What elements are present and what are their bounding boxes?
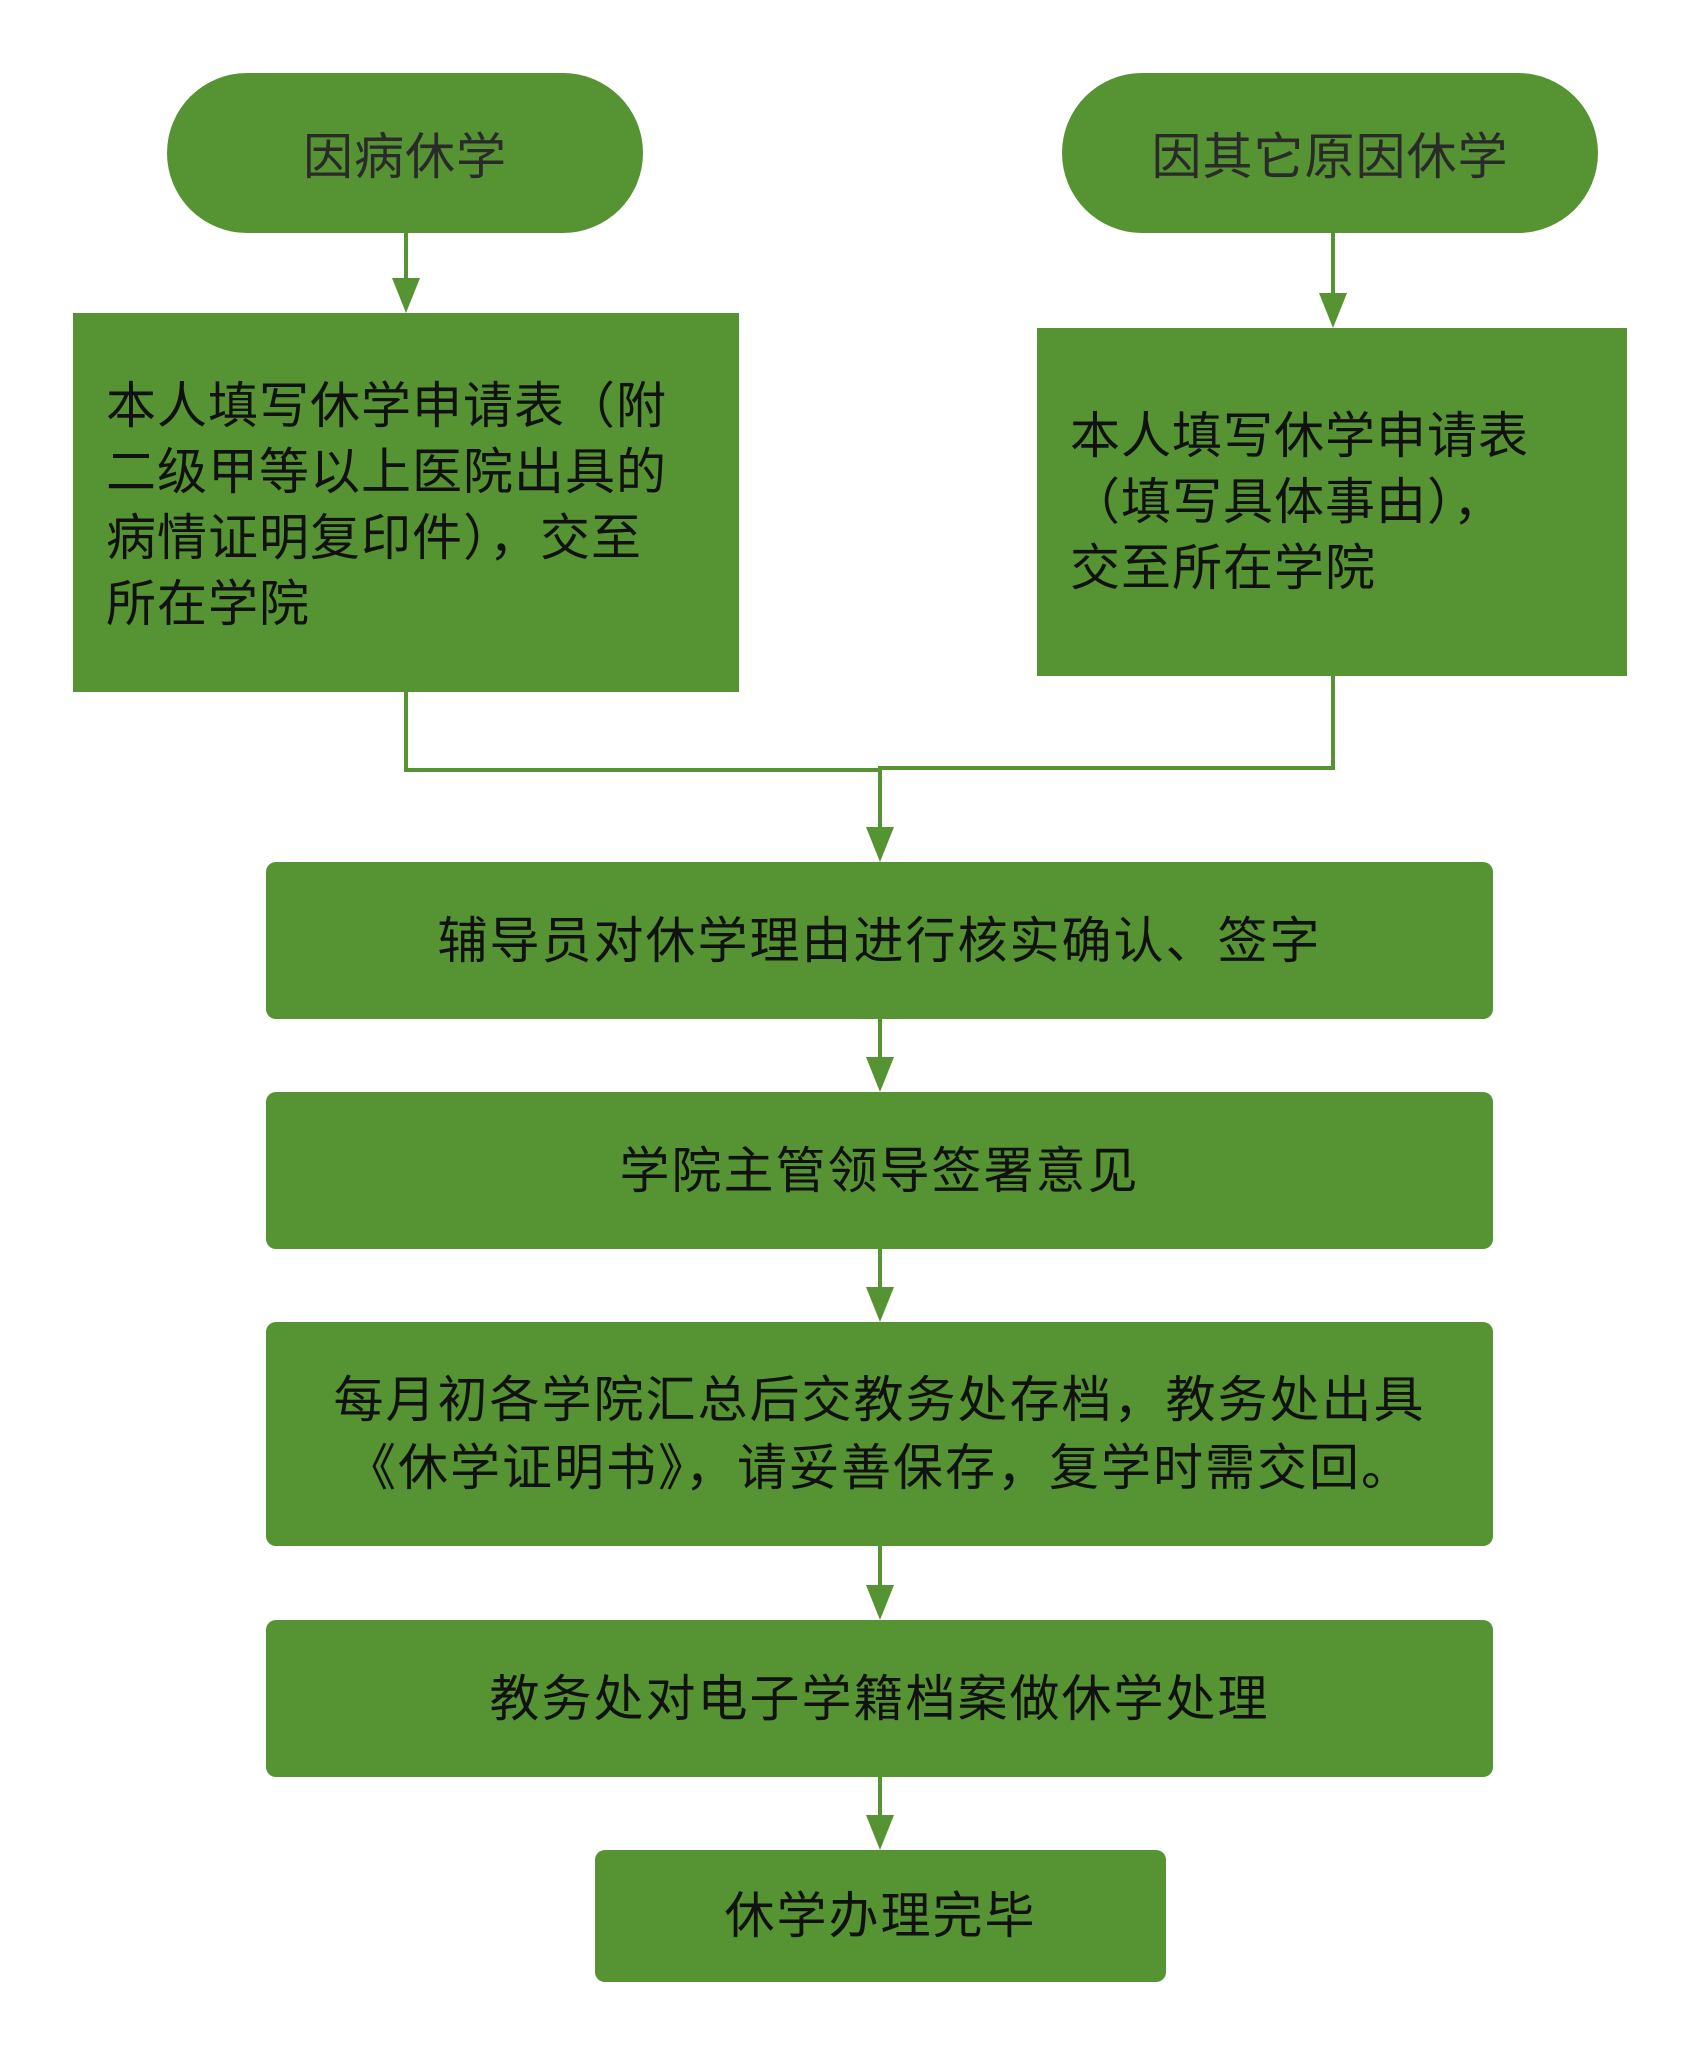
start-node-other-reason-label: 因其它原因休学 (1151, 128, 1509, 186)
process-archive-certificate: 每月初各学院汇总后交教务处存档，教务处出具 《休学证明书》，请妥善保存，复学时需… (266, 1322, 1493, 1546)
process-apply-sick-label: 本人填写休学申请表（附 二级甲等以上医院出具的 病情证明复印件），交至 所在学院 (106, 377, 667, 633)
process-archive-certificate-label: 每月初各学院汇总后交教务处存档，教务处出具 《休学证明书》，请妥善保存，复学时需… (333, 1371, 1426, 1497)
arrowhead-down-icon (392, 278, 420, 313)
connector-apply-sick-to-merge (404, 692, 880, 772)
process-leader-sign: 学院主管领导签署意见 (266, 1092, 1493, 1249)
arrowhead-down-icon (1319, 293, 1347, 328)
arrowhead-down-icon (866, 1287, 894, 1322)
start-node-sick-leave: 因病休学 (167, 73, 643, 233)
start-node-sick-leave-label: 因病休学 (303, 128, 507, 186)
process-counselor-verify-label: 辅导员对休学理由进行核实确认、签字 (437, 911, 1322, 970)
process-apply-sick: 本人填写休学申请表（附 二级甲等以上医院出具的 病情证明复印件），交至 所在学院 (73, 313, 739, 692)
arrowhead-down-icon (866, 1815, 894, 1850)
start-node-other-reason: 因其它原因休学 (1062, 73, 1598, 233)
process-counselor-verify: 辅导员对休学理由进行核实确认、签字 (266, 862, 1493, 1019)
process-apply-other-label: 本人填写休学申请表 （填写具体事由）， 交至所在学院 (1070, 407, 1529, 597)
process-apply-other: 本人填写休学申请表 （填写具体事由）， 交至所在学院 (1037, 328, 1627, 676)
process-electronic-record: 教务处对电子学籍档案做休学处理 (266, 1620, 1493, 1777)
end-node-complete: 休学办理完毕 (595, 1850, 1166, 1982)
process-electronic-record-label: 教务处对电子学籍档案做休学处理 (489, 1669, 1270, 1728)
end-node-complete-label: 休学办理完毕 (724, 1887, 1037, 1945)
arrowhead-down-icon (866, 827, 894, 862)
process-leader-sign-label: 学院主管领导签署意见 (619, 1141, 1140, 1200)
arrowhead-down-icon (866, 1585, 894, 1620)
arrowhead-down-icon (866, 1057, 894, 1092)
connector-apply-other-to-merge (878, 676, 1335, 834)
